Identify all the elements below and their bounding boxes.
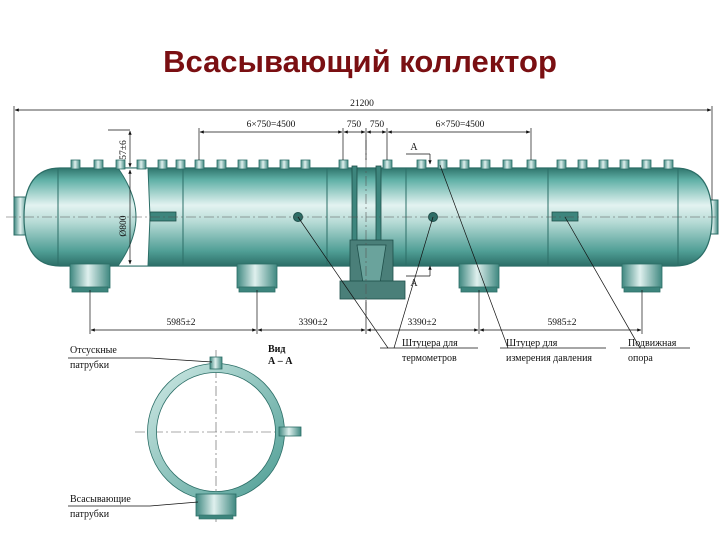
callout-thermo-line1: Штуцера для [402, 338, 458, 349]
dim-height: 57±6 [119, 140, 129, 160]
bottom-nozzle-1 [69, 263, 111, 293]
dim-span-2: 3390±2 [299, 318, 328, 328]
dim-pitch-mid-b: 750 [370, 120, 385, 130]
fixed-support [339, 239, 406, 300]
bottom-nozzle-4 [621, 263, 663, 293]
page-title: Всасывающий коллектор [163, 44, 557, 79]
outlet-label-line1: Отсускные [70, 345, 117, 356]
dim-diameter: Ø800 [119, 215, 129, 236]
dim-overall: 21200 [350, 99, 374, 109]
section-leaders [68, 357, 213, 507]
section-mark-bottom: А [410, 278, 418, 289]
bottom-nozzles [69, 263, 663, 293]
section-title-line2: А – А [268, 356, 293, 367]
inlet-stub [195, 493, 237, 517]
top-nozzles [70, 159, 674, 170]
dim-span-1: 5985±2 [167, 318, 196, 328]
callout-leaders [297, 164, 690, 349]
dim-pitch-mid-a: 750 [347, 120, 362, 130]
callout-thermo-line2: термометров [402, 353, 457, 364]
inlet-label-line1: Всасывающие [70, 494, 131, 505]
inlet-label-line2: патрубки [70, 509, 110, 520]
dim-span-4: 5985±2 [548, 318, 577, 328]
dim-pitch-right: 6×750=4500 [436, 120, 485, 130]
dim-span-3: 3390±2 [408, 318, 437, 328]
callout-support-line2: опора [628, 353, 653, 364]
side-nozzle-right [551, 211, 579, 222]
side-stub [278, 426, 302, 437]
dimension-lines [13, 106, 713, 334]
callout-pressure-line2: измерения давления [506, 353, 592, 364]
callout-pressure-line1: Штуцер для [506, 338, 558, 349]
callout-support-line1: Подвижная [628, 338, 677, 349]
centre-lines [6, 140, 716, 310]
section-title-line1: Вид [268, 344, 286, 355]
dim-pitch-left: 6×750=4500 [247, 120, 296, 130]
outlet-stub [209, 356, 223, 370]
bottom-nozzle-2 [236, 263, 278, 293]
side-nozzle-left [149, 211, 177, 222]
outlet-label-line2: патрубки [70, 360, 110, 371]
section-view [135, 350, 302, 522]
section-mark-top: А [410, 142, 418, 153]
bottom-nozzle-3 [458, 263, 500, 293]
